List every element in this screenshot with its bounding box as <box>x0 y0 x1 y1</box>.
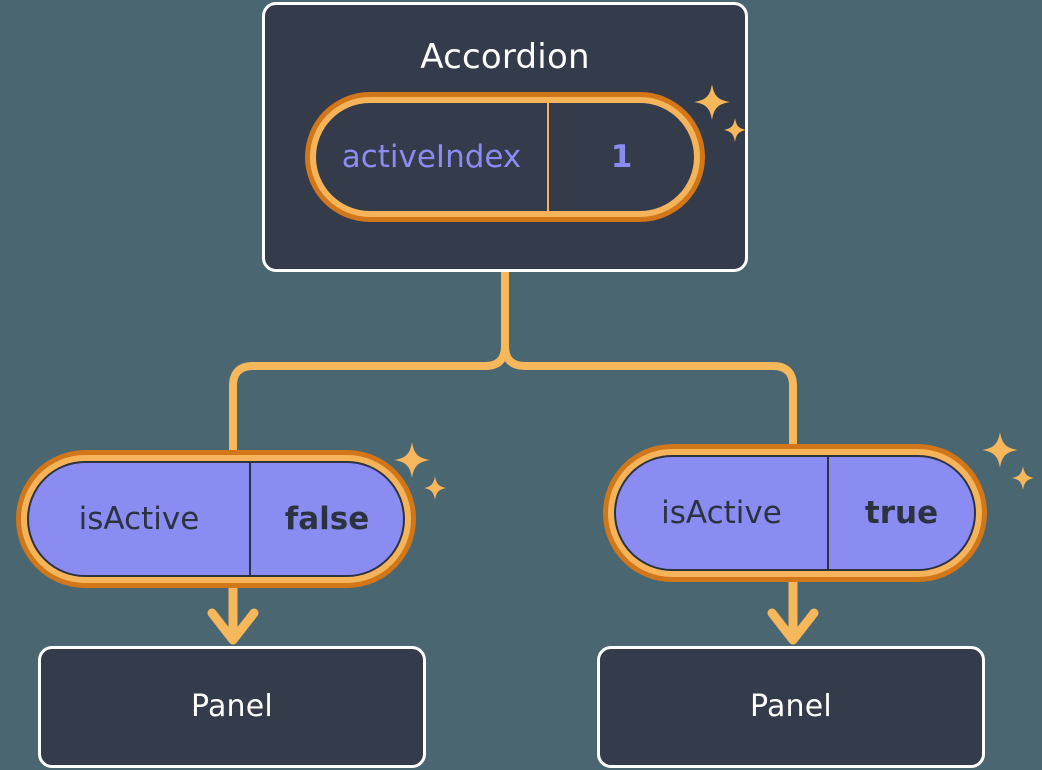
component-card-panel-right[interactable]: Panel <box>597 646 985 768</box>
state-value-label: false <box>284 501 370 537</box>
panel-title: Panel <box>750 689 832 724</box>
arrow-down-icon-left <box>207 586 259 645</box>
state-pill-is-active-true[interactable]: isActive true <box>603 444 987 582</box>
state-key-label: isActive <box>616 457 829 569</box>
state-pill-body: activeIndex 1 <box>316 103 694 211</box>
state-pill-body: isActive false <box>27 461 405 577</box>
state-value-label: true <box>864 495 939 531</box>
sparkle-four-point-small-icon <box>424 476 446 500</box>
page-title: Accordion <box>420 37 590 77</box>
connector-root-to-right <box>501 268 797 454</box>
state-pill-active-index[interactable]: activeIndex 1 <box>305 92 705 222</box>
state-pill-inner-ring: isActive false <box>21 455 411 583</box>
component-card-panel-left[interactable]: Panel <box>38 646 426 768</box>
state-pill-inner-ring: activeIndex 1 <box>310 97 700 217</box>
sparkle-four-point-icon <box>394 442 430 478</box>
sparkle-group-right-pill <box>982 432 1034 490</box>
state-pill-body: isActive true <box>614 455 976 571</box>
arrow-down-icon-right <box>767 580 819 645</box>
state-pill-is-active-false[interactable]: isActive false <box>16 450 416 588</box>
state-key-label: activeIndex <box>316 103 549 211</box>
sparkle-four-point-icon <box>982 432 1018 468</box>
sparkle-four-point-small-icon <box>1012 466 1034 490</box>
state-value-label: 1 <box>610 139 633 175</box>
state-pill-inner-ring: isActive true <box>608 449 982 577</box>
panel-title: Panel <box>191 689 273 724</box>
state-key-label: isActive <box>29 463 251 575</box>
connector-root-to-left <box>229 268 509 456</box>
